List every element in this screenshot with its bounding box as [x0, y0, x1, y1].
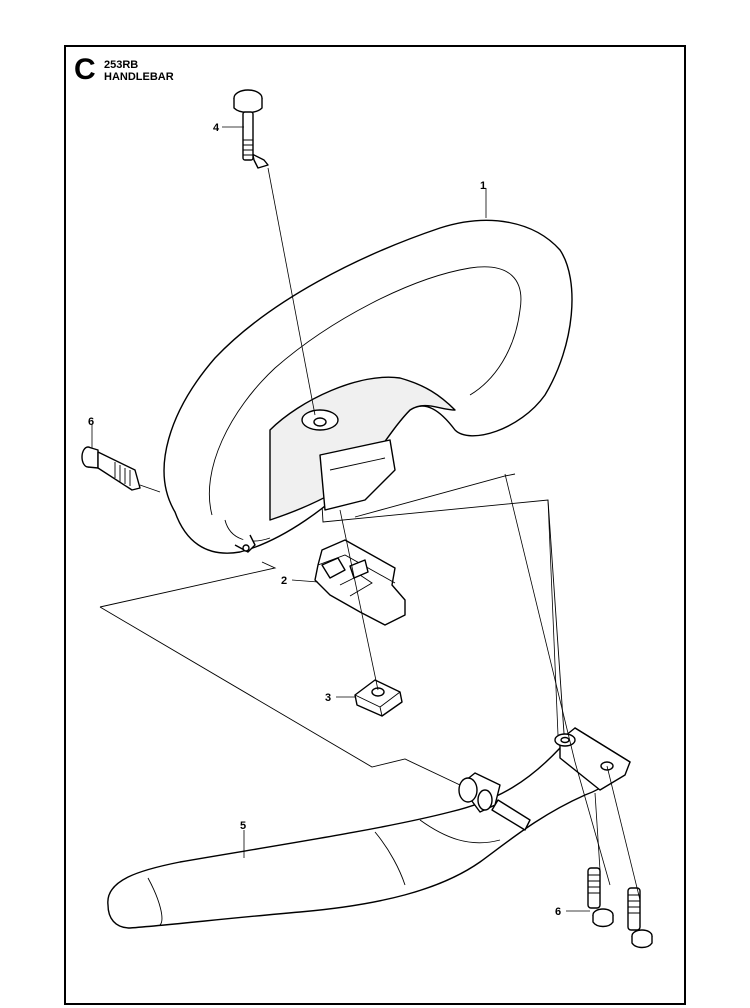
callout-4: 4	[213, 122, 220, 134]
bottom-screws	[587, 867, 653, 949]
square-nut	[354, 679, 403, 717]
callout-labels: 1 2 3 4 5 6 6	[88, 122, 561, 918]
handlebar-arm	[107, 727, 631, 929]
callout-3: 3	[325, 692, 331, 704]
model-code: 253RB	[104, 59, 139, 71]
side-screw	[81, 446, 141, 491]
diagram-frame	[64, 45, 686, 1005]
callout-1: 1	[480, 180, 486, 192]
handle-loop	[163, 219, 573, 554]
section-letter: C	[74, 53, 96, 86]
clamp	[314, 539, 406, 626]
diagram-title: HANDLEBAR	[104, 71, 174, 83]
leader-lines	[91, 126, 641, 912]
top-screw	[233, 89, 269, 169]
callout-6-side: 6	[88, 416, 94, 428]
callout-5: 5	[240, 820, 246, 832]
callout-6-bottom: 6	[555, 906, 561, 918]
callout-2: 2	[281, 575, 287, 587]
assembly-outline	[99, 473, 566, 786]
